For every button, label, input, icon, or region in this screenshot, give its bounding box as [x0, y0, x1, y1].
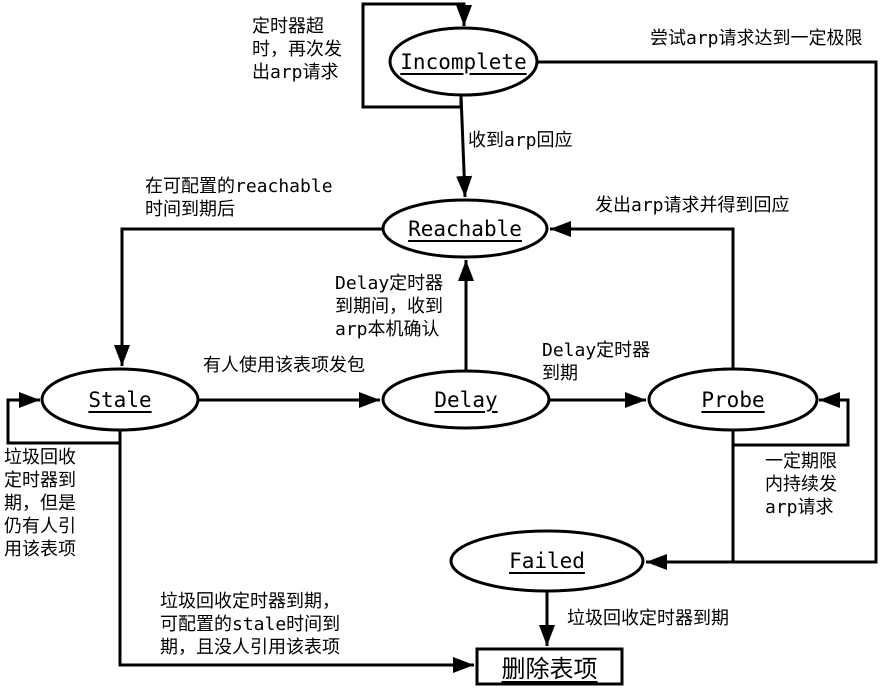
state-probe: Probe [701, 387, 765, 412]
node-stale-ellipse [40, 367, 200, 432]
edge-incomplete-to-reachable [456, 94, 473, 198]
edge-probe-to-reachable [550, 221, 735, 369]
node-reachable-ellipse [381, 198, 549, 259]
edge-stale-to-delete [118, 443, 474, 673]
label-incomplete-failed: 尝试arp请求达到一定极限 [650, 28, 863, 49]
state-delete-entry: 删除表项 [501, 655, 598, 683]
state-delay: Delay [434, 387, 498, 412]
edge-incomplete-to-failed [537, 60, 878, 570]
edge-stale-self-loop [6, 392, 122, 445]
node-delay-ellipse [381, 369, 551, 430]
state-reachable: Reachable [408, 216, 522, 241]
state-failed: Failed [509, 549, 585, 573]
state-incomplete: Incomplete [400, 49, 527, 74]
label-stale-delete: 垃圾回收定时器到期， 可配置的stale时间到 期，且没人引用该表项 [160, 591, 341, 658]
edge-probe-self-loop [733, 392, 850, 447]
label-failed-delete: 垃圾回收定时器到期 [567, 608, 729, 629]
label-delay-reachable: Delay定时器 到期间，收到 arp本机确认 [335, 273, 444, 340]
node-failed-ellipse [449, 529, 645, 593]
label-delay-probe: Delay定时器 到期 [542, 340, 651, 384]
state-stale: Stale [88, 387, 152, 412]
node-probe-ellipse [647, 367, 819, 432]
node-delete-entry-box [475, 647, 624, 686]
label-incomplete-reachable: 收到arp回应 [468, 130, 573, 151]
label-probe-reachable: 发出arp请求并得到回应 [595, 195, 790, 216]
label-stale-delay: 有人使用该表项发包 [203, 355, 365, 376]
node-incomplete-ellipse [388, 26, 539, 97]
label-probe-self: 一定期限 内持续发 arp请求 [765, 451, 837, 518]
edge-reachable-to-stale [114, 227, 383, 366]
label-stale-self: 垃圾回收 定时器到 期，但是 仍有人引 用该表项 [4, 447, 76, 560]
label-reachable-stale: 在可配置的reachable 时间到期后 [145, 176, 333, 220]
label-incomplete-self: 定时器超 时，再次发 出arp请求 [252, 16, 342, 83]
